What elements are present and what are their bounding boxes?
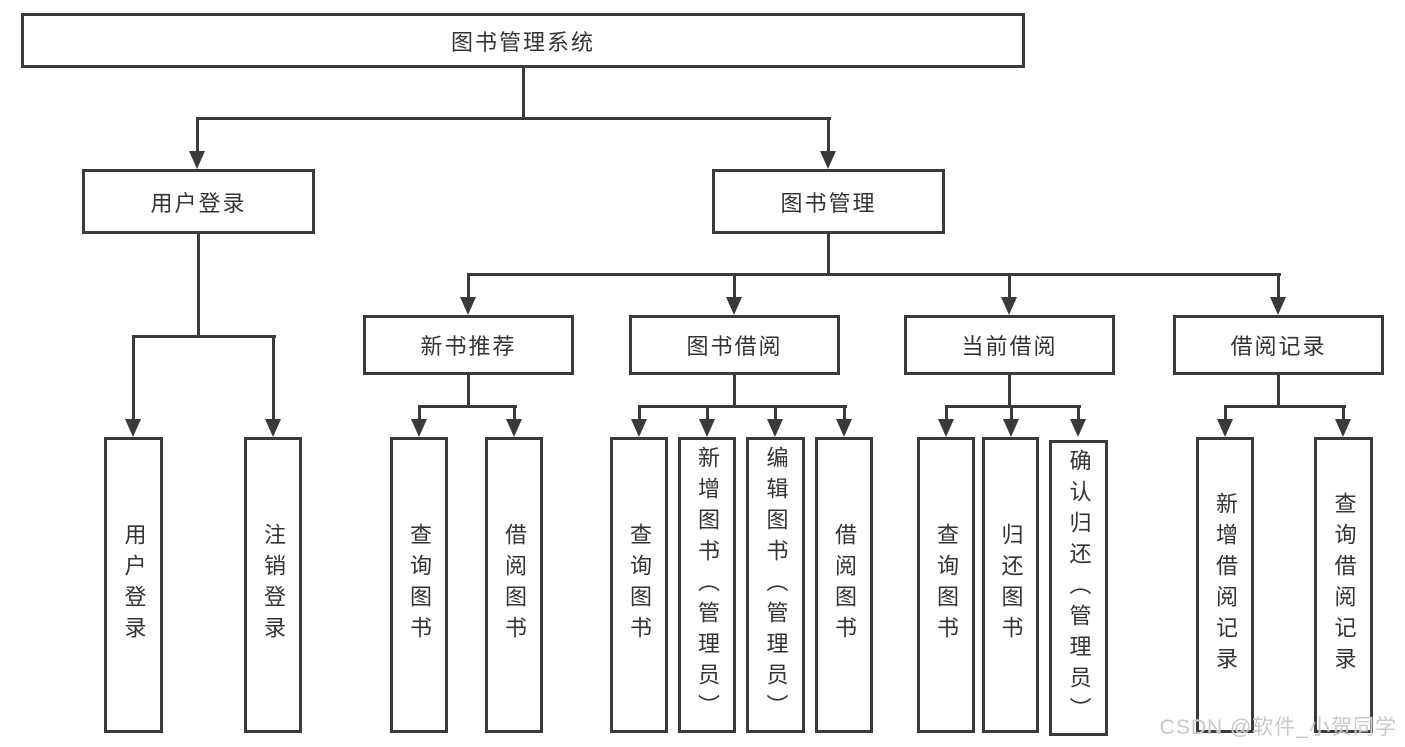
arrow-down-icon — [189, 151, 205, 169]
arrow-down-icon — [1217, 419, 1233, 437]
connector-line — [637, 405, 641, 421]
connector-line — [417, 405, 421, 421]
connector-line — [131, 335, 276, 338]
node-label: 图书借阅 — [686, 334, 783, 359]
csdn-watermark: CSDN @软件_小贺同学 — [1159, 716, 1397, 739]
connector-line — [271, 335, 275, 421]
leaf-user-login: 用户登录 — [104, 437, 163, 733]
leaf-label: 归还图书 — [998, 523, 1024, 647]
arrow-down-icon — [506, 419, 522, 437]
connector-line — [466, 273, 470, 299]
arrow-down-icon — [836, 419, 852, 437]
connector-line — [732, 273, 736, 299]
arrow-down-icon — [1070, 419, 1086, 437]
connector-line — [512, 405, 516, 421]
arrow-down-icon — [125, 419, 141, 437]
node-user-login: 用户登录 — [82, 169, 315, 234]
node-library-system: 图书管理系统 — [21, 13, 1025, 68]
connector-line — [944, 405, 1081, 408]
connector-line — [1223, 405, 1227, 421]
connector-line — [826, 117, 830, 153]
leaf-add-books-admin: 新增图书（管理员） — [678, 437, 736, 733]
node-label: 新书推荐 — [420, 334, 517, 359]
connector-line — [773, 405, 777, 421]
arrow-down-icon — [699, 419, 715, 437]
leaf-label: 新增图书（管理员） — [695, 445, 720, 725]
node-label: 图书管理 — [780, 190, 877, 216]
connector-line — [466, 375, 470, 407]
leaf-confirm-return-admin: 确认归还（管理员） — [1049, 440, 1108, 736]
connector-line — [466, 273, 1281, 276]
leaf-label: 注销登录 — [261, 523, 286, 647]
arrow-down-icon — [411, 419, 427, 437]
arrow-down-icon — [1001, 297, 1017, 315]
connector-line — [1009, 405, 1013, 421]
leaf-label: 用户登录 — [121, 523, 147, 647]
leaf-query-books-recommend: 查询图书 — [390, 437, 448, 733]
leaf-borrow-books-recommend: 借阅图书 — [485, 437, 543, 733]
leaf-add-borrow-record: 新增借阅记录 — [1196, 437, 1254, 733]
leaf-label: 编辑图书（管理员） — [763, 445, 789, 725]
leaf-label: 借阅图书 — [832, 523, 857, 647]
node-label: 图书管理系统 — [450, 29, 595, 55]
node-label: 用户登录 — [150, 190, 247, 216]
connector-line — [1341, 405, 1345, 421]
connector-line — [1223, 405, 1346, 408]
leaf-label: 查询图书 — [627, 523, 652, 647]
arrow-down-icon — [460, 297, 476, 315]
connector-line — [521, 68, 525, 118]
node-label: 借阅记录 — [1230, 334, 1327, 359]
arrow-down-icon — [265, 419, 281, 437]
node-book-borrowing: 图书借阅 — [629, 315, 840, 375]
connector-line — [1076, 405, 1080, 421]
node-book-management: 图书管理 — [712, 169, 945, 234]
leaf-borrow-books: 借阅图书 — [815, 437, 873, 733]
node-label: 当前借阅 — [961, 334, 1058, 359]
leaf-label: 确认归还（管理员） — [1066, 448, 1092, 728]
leaf-label: 借阅图书 — [502, 523, 527, 647]
leaf-label: 查询图书 — [407, 523, 432, 647]
arrow-down-icon — [1335, 419, 1351, 437]
connector-line — [1007, 375, 1011, 407]
connector-line — [1276, 375, 1280, 407]
leaf-logout: 注销登录 — [244, 437, 302, 733]
connector-line — [131, 335, 135, 421]
connector-line — [195, 117, 831, 120]
connector-line — [637, 405, 847, 408]
leaf-edit-books-admin: 编辑图书（管理员） — [746, 437, 805, 733]
connector-line — [732, 375, 736, 407]
leaf-query-books-current: 查询图书 — [917, 437, 975, 733]
arrow-down-icon — [726, 297, 742, 315]
leaf-label: 查询图书 — [934, 523, 959, 647]
leaf-query-books-borrowing: 查询图书 — [610, 437, 668, 733]
connector-line — [1007, 273, 1011, 299]
connector-line — [705, 405, 709, 421]
leaf-label: 新增借阅记录 — [1213, 492, 1238, 678]
leaf-label: 查询借阅记录 — [1331, 492, 1357, 678]
connector-line — [842, 405, 846, 421]
connector-line — [826, 234, 830, 276]
node-new-book-recommend: 新书推荐 — [363, 315, 574, 375]
arrow-down-icon — [820, 151, 836, 169]
connector-line — [417, 405, 517, 408]
node-current-borrowing: 当前借阅 — [904, 315, 1115, 375]
arrow-down-icon — [767, 419, 783, 437]
arrow-down-icon — [631, 419, 647, 437]
arrow-down-icon — [1270, 297, 1286, 315]
connector-line — [196, 234, 200, 337]
leaf-query-borrow-record: 查询借阅记录 — [1314, 437, 1373, 733]
arrow-down-icon — [1003, 419, 1019, 437]
connector-line — [195, 117, 199, 153]
leaf-return-books: 归还图书 — [982, 437, 1039, 733]
connector-line — [944, 405, 948, 421]
connector-line — [1276, 273, 1280, 299]
arrow-down-icon — [938, 419, 954, 437]
node-borrowing-records: 借阅记录 — [1173, 315, 1384, 375]
